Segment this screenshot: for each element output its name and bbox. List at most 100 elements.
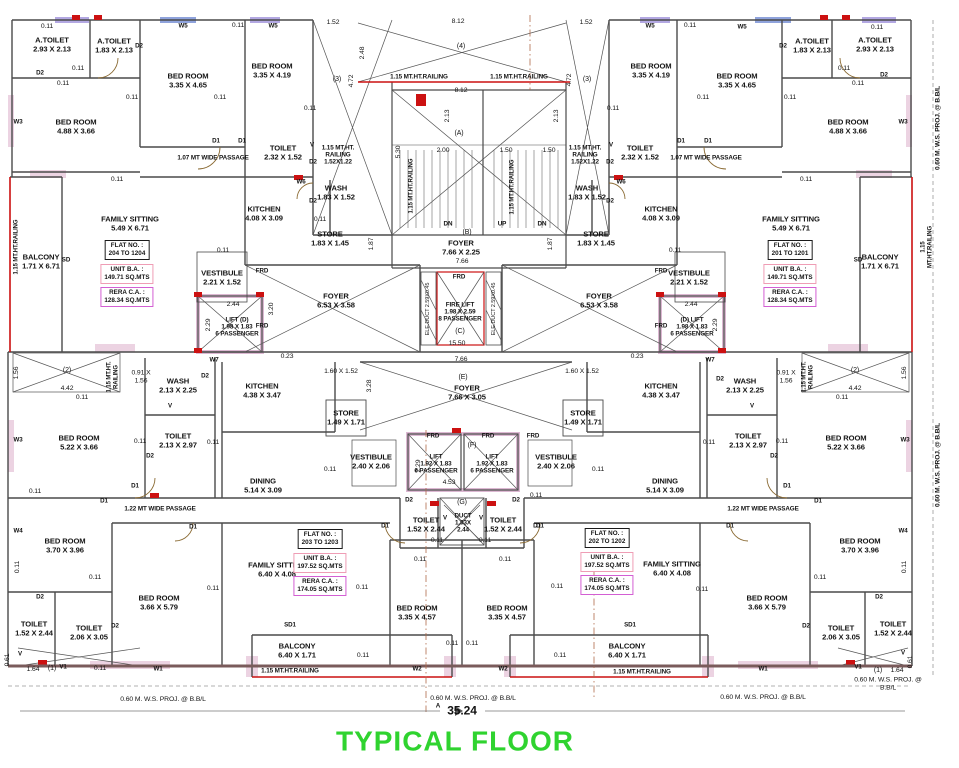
plan-label: V xyxy=(478,514,484,522)
plan-label: 0.11 xyxy=(606,105,620,113)
plan-label: SD xyxy=(61,256,71,264)
plan-label: FRD xyxy=(255,322,269,330)
plan-label: W5 xyxy=(645,22,655,30)
room-bedroom-5: BED ROOM 4.88 X 3.66 xyxy=(827,117,869,135)
plan-label: FRD xyxy=(654,267,668,275)
ele-duct-1: ELE.DUCT 2.59X0.45 xyxy=(424,282,431,336)
plan-label: 1.52 xyxy=(579,19,593,27)
plan-label: 1.52 xyxy=(326,19,340,27)
plan-label: 4.53 xyxy=(442,479,456,487)
flat-202-no: FLAT NO. : 202 TO 1202 xyxy=(584,528,630,549)
marker-1a: (1) xyxy=(47,665,57,673)
plan-label: 1.50 xyxy=(542,147,556,155)
room-kitchen-3: KITCHEN 4.38 X 3.47 xyxy=(243,381,281,399)
proj-right-2: 0.60 M. W.S. PROJ. @ B.B/L xyxy=(934,422,942,508)
plan-label: 0.11 xyxy=(231,22,245,30)
plan-label: D1 xyxy=(100,497,108,505)
reference-lines xyxy=(8,15,934,716)
plan-label: 1.50 xyxy=(499,147,513,155)
railing-note-2: 1.15 MT.HT. RAILING 1.52X1.22 xyxy=(568,144,602,166)
plan-label: 0.11 xyxy=(901,560,909,574)
room-balcony-2: BALCONY 1.71 X 6.71 xyxy=(861,252,899,270)
room-family-3: FAMILY SITTING 6.40 X 4.08 xyxy=(248,560,306,578)
room-toilet-2: TOILET 2.32 X 1.52 xyxy=(621,143,659,161)
flat-201-rera-ca: RERA C.A. : 128.34 SQ.MTS xyxy=(763,287,817,308)
plan-label: 1.87 xyxy=(547,237,555,251)
plan-label: D2 xyxy=(770,452,778,460)
marker-2a: (2) xyxy=(62,367,72,375)
plan-label: V xyxy=(17,650,23,658)
plan-label: W5 xyxy=(268,22,278,30)
room-bedroom-6: BED ROOM 3.35 X 4.19 xyxy=(630,61,672,79)
plan-label: 4.42 xyxy=(848,385,862,393)
plan-label: W2 xyxy=(412,665,422,673)
plan-label: SD1 xyxy=(624,621,636,629)
plan-label: V xyxy=(309,141,315,149)
marker-4: (4) xyxy=(456,43,466,51)
room-vestibule-1: VESTIBULE 2.21 X 1.52 xyxy=(201,268,243,286)
plan-label: FRD xyxy=(255,267,269,275)
room-foyer-right: FOYER 6.53 X 3.58 xyxy=(580,291,618,309)
plan-label: 3.20 xyxy=(268,302,276,316)
plan-label: 0.11 xyxy=(216,247,230,255)
plan-label: D2 xyxy=(779,42,787,50)
room-balcony-4: BALCONY 6.40 X 1.71 xyxy=(608,641,646,659)
plan-label: D2 xyxy=(606,158,614,166)
plan-label: D2 xyxy=(512,496,520,504)
plan-label: D1 xyxy=(212,137,220,145)
marker-B: (B) xyxy=(462,229,472,237)
lift-2: (D) LIFT 1.98 X 1.83 6 PASSENGER xyxy=(670,316,714,338)
plan-label: W4 xyxy=(898,527,908,535)
room-family-1: FAMILY SITTING 5.49 X 6.71 xyxy=(101,214,159,232)
plan-label: 2.44 xyxy=(226,301,240,309)
plan-label: W7 xyxy=(209,356,219,364)
plan-label: V xyxy=(442,514,448,522)
plan-label: W6 xyxy=(616,178,626,186)
plan-label: W1 xyxy=(153,665,163,673)
passage-3: 1.22 MT WIDE PASSAGE xyxy=(124,505,196,513)
plan-label: SD1 xyxy=(284,621,296,629)
plan-label: D2 xyxy=(309,197,317,205)
plan-label: D2 xyxy=(716,375,724,383)
room-bedroom-3: BED ROOM 3.35 X 4.19 xyxy=(251,61,293,79)
plan-label: DN xyxy=(443,220,453,228)
room-wash-4: WASH 2.13 X 2.25 xyxy=(726,376,764,394)
room-toilet-10: TOILET 1.52 X 2.44 xyxy=(874,619,912,637)
plan-label: FRD xyxy=(654,322,668,330)
plan-label: 0.11 xyxy=(668,247,682,255)
plan-label: D1 xyxy=(726,522,734,530)
plan-label: 1.87 xyxy=(368,237,376,251)
plan-label: 1.15 MT.HT.RAILING xyxy=(408,158,415,214)
marker-F: (F) xyxy=(467,442,477,450)
plan-label: W7 xyxy=(705,356,715,364)
plan-label: 0.11 xyxy=(553,652,567,660)
room-vestibule-3: VESTIBULE 2.40 X 2.06 xyxy=(350,452,392,470)
room-bedroom-8: BED ROOM 5.22 X 3.66 xyxy=(825,433,867,451)
plan-label: W4 xyxy=(13,527,23,535)
duct: DUCT 1.03X 2.44 xyxy=(454,512,472,534)
plan-label: 0.11 xyxy=(206,439,220,447)
plan-label: 1.15 MT.HT.RAILING xyxy=(920,225,933,269)
dim-total-width: 35.24 xyxy=(447,703,477,718)
plan-label: D2 xyxy=(309,158,317,166)
plan-label: 0.11 xyxy=(88,574,102,582)
plan-label: 0.11 xyxy=(75,394,89,402)
plan-label: D1 xyxy=(533,522,541,530)
railing-note-1: 1.15 MT.HT. RAILING 1.52X1.22 xyxy=(321,144,355,166)
plan-label: V1 xyxy=(59,663,67,671)
passage-2: 1.07 MT WIDE PASSAGE xyxy=(670,154,742,162)
room-kitchen-2: KITCHEN 4.08 X 3.09 xyxy=(642,204,680,222)
room-atoilet-1: A.TOILET 2.93 X 2.13 xyxy=(33,35,71,53)
plan-label: D2 xyxy=(875,593,883,601)
room-toilet-7: TOILET 1.52 X 2.44 xyxy=(15,619,53,637)
passage-4: 1.22 MT WIDE PASSAGE xyxy=(727,505,799,513)
plan-label: 8.12 xyxy=(454,87,468,95)
plan-label: 1.64 xyxy=(890,667,904,675)
plan-label: D2 xyxy=(135,42,143,50)
marker-3b: (3) xyxy=(582,76,592,84)
plan-label: V xyxy=(749,402,755,410)
plan-label: D2 xyxy=(146,452,154,460)
room-atoilet-3: A.TOILET 1.83 X 2.13 xyxy=(793,36,831,54)
plan-label: 7.66 xyxy=(455,258,469,266)
plan-label: D1 xyxy=(381,522,389,530)
